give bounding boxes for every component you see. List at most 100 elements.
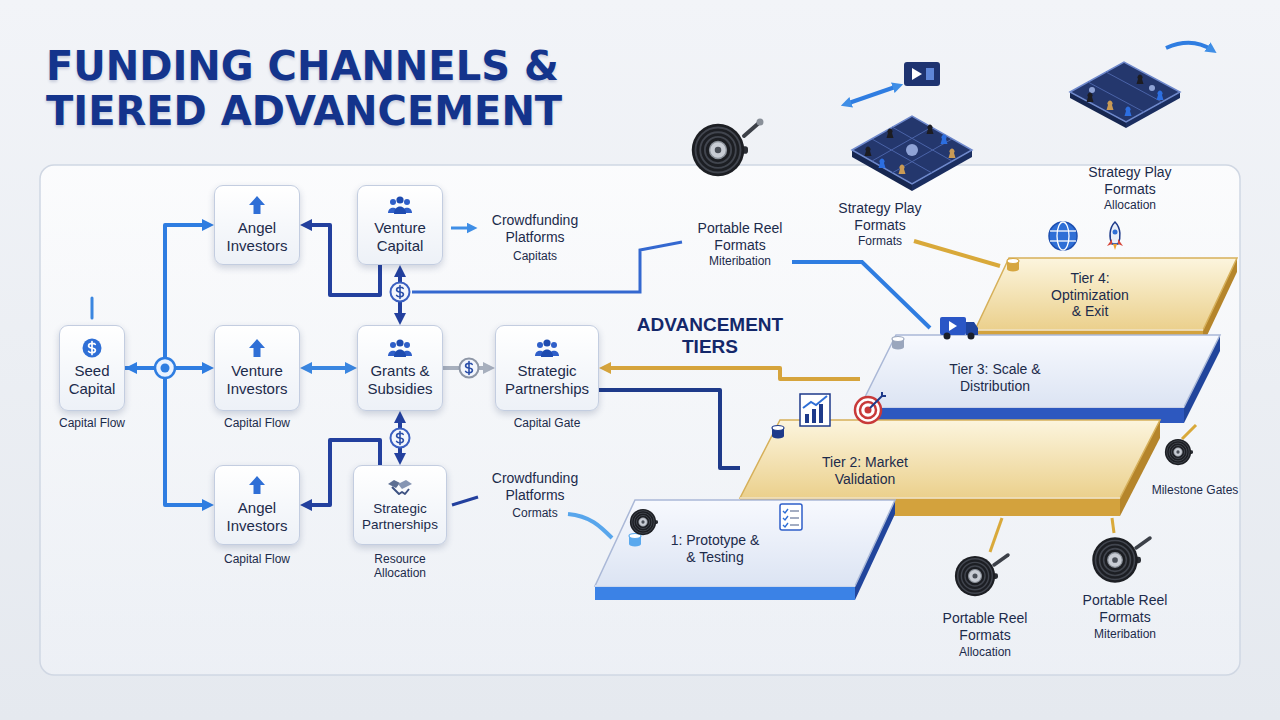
funding-box: Strategic Partnerships (495, 325, 599, 411)
tier-icons (944, 333, 951, 340)
connector-arrow (306, 366, 351, 370)
box-icon (249, 339, 265, 357)
node-label: Strategic Partnerships (503, 362, 591, 397)
tier-icons (805, 414, 809, 423)
strategy-board (926, 68, 934, 80)
reel-illustration (955, 555, 1008, 596)
box-icon (388, 477, 412, 497)
box-icon (83, 339, 102, 358)
funding-box: Seed Capital (59, 325, 125, 411)
tier-icons (1049, 222, 1077, 250)
tier-icons (783, 516, 788, 520)
tier-icons (1057, 222, 1069, 250)
milestone-knob (892, 337, 904, 350)
connector-arrow (125, 225, 208, 368)
tier-icons (1107, 239, 1112, 246)
strategy-board (1087, 93, 1094, 102)
tier-icons (800, 394, 830, 426)
leader-line (568, 514, 612, 538)
slab-edge (740, 497, 1120, 499)
strategy-board (949, 149, 956, 158)
node-label: Angel Investors (222, 219, 292, 254)
tier-icons (1049, 222, 1077, 250)
strategy-board (904, 62, 940, 86)
strategy-board (941, 135, 948, 144)
tier-icons (630, 509, 658, 535)
strategy-board (865, 147, 872, 156)
tier-icons (855, 392, 886, 423)
tier-icons (800, 394, 830, 426)
milestone-knob (1007, 259, 1019, 272)
connector-arrow (599, 390, 740, 468)
sub-label: Miteribation (709, 254, 771, 268)
milestone-knob (629, 542, 641, 547)
box-icon (535, 340, 559, 358)
tier-icons (803, 396, 827, 408)
dollar-junction (391, 429, 410, 448)
strategy-board (887, 129, 894, 138)
box-icon (541, 350, 553, 358)
slab-top (975, 258, 1237, 330)
tier-slab (860, 335, 1220, 423)
tier-platform: 1: Prototype & & Testing (595, 500, 895, 600)
format-label: Portable Reel Formats (1070, 592, 1180, 625)
box-icon (80, 338, 104, 358)
sub-label: Cormats (512, 506, 557, 520)
node-label: Venture Capital (365, 219, 435, 254)
node-label: 1: Prototype & & Testing (666, 532, 764, 565)
strategy-board (1070, 62, 1180, 122)
reel-illustration (692, 119, 764, 177)
tier-icons (790, 524, 799, 525)
sub-label: Miteribation (1094, 627, 1156, 641)
tier-icons (940, 317, 978, 340)
reel-illustration (955, 556, 998, 596)
slab-top (595, 500, 895, 586)
caption-label: Capital Flow (224, 552, 290, 566)
dollar-junction (460, 359, 479, 378)
diagram-panel (40, 165, 1240, 675)
node-label: Strategic Partnerships (361, 501, 439, 533)
node-label: Tier 4: Optimization & Exit (1048, 270, 1133, 320)
leader-line (452, 497, 478, 505)
box-icon (245, 195, 269, 215)
funding-box: Strategic Partnerships (353, 465, 447, 545)
reel-illustration (1092, 537, 1141, 583)
reel-illustration (1136, 538, 1150, 548)
funding-box: Angel Investors (214, 465, 300, 545)
box-icon (551, 342, 557, 348)
box-icon (249, 196, 265, 214)
milestone-knob (772, 426, 784, 431)
caption-label: Capital Gate (514, 416, 581, 430)
node-label: Venture Investors (222, 362, 292, 397)
box-icon (388, 197, 412, 215)
caption-label: Resource Allocation (355, 552, 445, 580)
tier-platform: Tier 3: Scale & Distribution (860, 335, 1220, 423)
tier-icons (1107, 222, 1123, 250)
funding-box: Angel Investors (214, 185, 300, 265)
tier-icons (1050, 240, 1076, 241)
format-label: Portable Reel Formats (685, 220, 795, 253)
tier-icons (790, 517, 799, 518)
leader-line (914, 241, 1000, 266)
strategy-board (1137, 75, 1144, 84)
dollar-junction (466, 362, 473, 375)
strategy-board (899, 165, 906, 174)
box-icon (404, 199, 410, 205)
sub-label: Formats (858, 234, 902, 248)
leader-line (1182, 425, 1196, 439)
box-icon (245, 475, 269, 495)
reel-illustration (994, 555, 1008, 565)
channel-label: Crowdfunding Platforms (480, 212, 590, 245)
strategy-board (846, 86, 898, 104)
box-icon (535, 338, 559, 358)
tier-icons (783, 523, 788, 527)
tier-icons (812, 409, 816, 423)
section-heading: ADVANCEMENT TIERS (620, 314, 800, 359)
tier-icons (819, 404, 823, 423)
tier-icons (780, 504, 802, 530)
tier-icons (855, 397, 881, 423)
box-icon (394, 207, 406, 215)
connector-arrow (125, 368, 208, 505)
tier-icons (1113, 244, 1117, 250)
box-icon (537, 342, 543, 348)
